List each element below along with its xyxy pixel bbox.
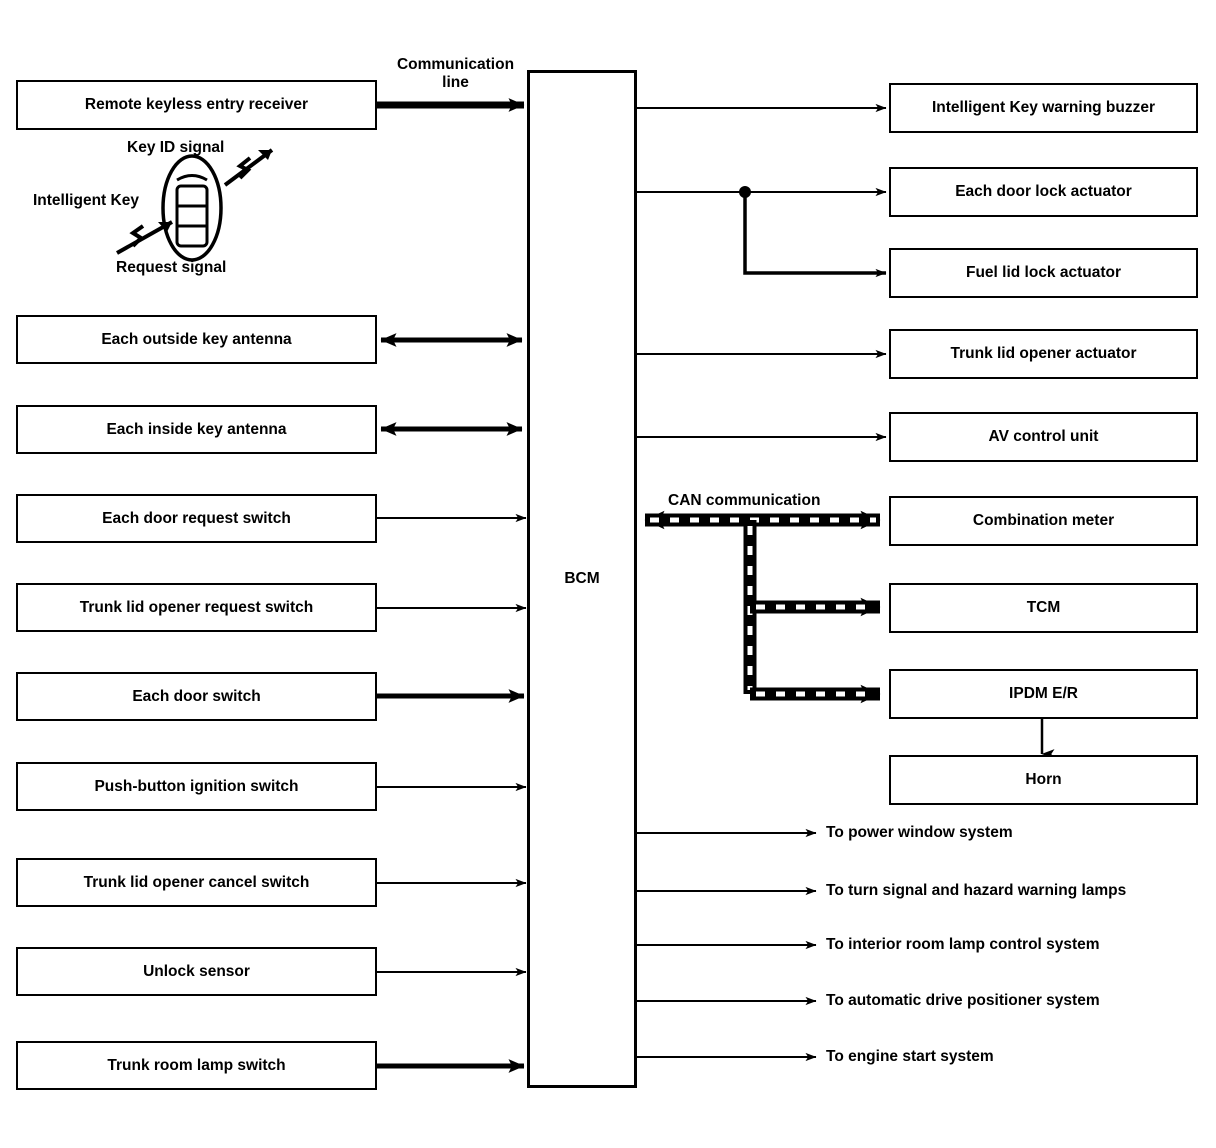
external-system-text: To power window system — [826, 824, 1013, 841]
key-id-signal-arrow — [223, 148, 274, 187]
communication-line-text-2: line — [442, 73, 469, 91]
node-label: Trunk lid opener cancel switch — [83, 873, 310, 891]
node-label: Remote keyless entry receiver — [84, 96, 309, 114]
node-label: Combination meter — [972, 512, 1115, 530]
node-label: Fuel lid lock actuator — [965, 264, 1122, 282]
node-label: Push-button ignition switch — [94, 777, 299, 795]
node-label: Unlock sensor — [143, 962, 250, 980]
label-to-power-window-system: To power window system — [826, 824, 1013, 842]
node-label: Horn — [1025, 771, 1062, 789]
node-label: Trunk lid opener request switch — [79, 598, 314, 616]
node-label: Trunk lid opener actuator — [950, 345, 1137, 363]
node-label: Each inside key antenna — [106, 420, 287, 438]
node-push-button-ignition-switch[interactable]: Push-button ignition switch — [16, 762, 377, 811]
node-fuel-lid-lock-actuator[interactable]: Fuel lid lock actuator — [889, 248, 1198, 298]
node-each-door-request-switch[interactable]: Each door request switch — [16, 494, 377, 543]
label-to-automatic-drive-positioner-system: To automatic drive positioner system — [826, 992, 1100, 1010]
body-control-module-box[interactable]: BCM — [527, 70, 637, 1088]
node-remote-keyless-entry-receiver[interactable]: Remote keyless entry receiver — [16, 80, 377, 130]
label-to-engine-start-system: To engine start system — [826, 1048, 994, 1066]
node-label: Each door switch — [132, 687, 261, 705]
node-trunk-lid-opener-cancel-switch[interactable]: Trunk lid opener cancel switch — [16, 858, 377, 907]
label-key-id-signal: Key ID signal — [127, 139, 224, 157]
intelligent-key-illustration — [116, 148, 274, 262]
node-label: IPDM E/R — [1009, 685, 1078, 703]
label-communication-line: Communication line — [383, 56, 528, 92]
label-request-signal: Request signal — [116, 259, 226, 277]
label-to-interior-room-lamp-control-system: To interior room lamp control system — [826, 936, 1100, 954]
request-signal-text: Request signal — [116, 259, 227, 276]
node-horn[interactable]: Horn — [889, 755, 1198, 805]
node-tcm[interactable]: TCM — [889, 583, 1198, 633]
node-label: Each outside key antenna — [101, 330, 292, 348]
external-system-text: To turn signal and hazard warning lamps — [826, 882, 1127, 899]
node-unlock-sensor[interactable]: Unlock sensor — [16, 947, 377, 996]
node-trunk-lid-opener-request-switch[interactable]: Trunk lid opener request switch — [16, 583, 377, 632]
node-trunk-lid-opener-actuator[interactable]: Trunk lid opener actuator — [889, 329, 1198, 379]
external-system-text: To automatic drive positioner system — [826, 992, 1100, 1009]
node-each-door-lock-actuator[interactable]: Each door lock actuator — [889, 167, 1198, 217]
node-label: TCM — [1026, 599, 1061, 617]
communication-line-text-1: Communication — [396, 56, 515, 73]
external-system-text: To interior room lamp control system — [826, 936, 1100, 953]
node-label: Intelligent Key warning buzzer — [931, 99, 1156, 117]
request-signal-arrow — [116, 220, 173, 255]
node-trunk-room-lamp-switch[interactable]: Trunk room lamp switch — [16, 1041, 377, 1090]
junction-dot-door-lock-fuel-lid — [739, 186, 751, 198]
node-label: AV control unit — [988, 428, 1099, 446]
node-each-inside-key-antenna[interactable]: Each inside key antenna — [16, 405, 377, 454]
node-each-door-switch[interactable]: Each door switch — [16, 672, 377, 721]
label-to-turn-signal-and-hazard-warning-lamps: To turn signal and hazard warning lamps — [826, 882, 1126, 900]
node-combination-meter[interactable]: Combination meter — [889, 496, 1198, 546]
intelligent-key-text: Intelligent Key — [33, 192, 139, 209]
external-system-text: To engine start system — [826, 1048, 994, 1065]
bcm-label: BCM — [564, 570, 600, 587]
label-intelligent-key: Intelligent Key — [33, 192, 139, 210]
node-av-control-unit[interactable]: AV control unit — [889, 412, 1198, 462]
can-communication-text: CAN communication — [668, 492, 821, 509]
label-can-communication: CAN communication — [668, 492, 820, 510]
node-intelligent-key-warning-buzzer[interactable]: Intelligent Key warning buzzer — [889, 83, 1198, 133]
node-label: Each door lock actuator — [955, 183, 1132, 201]
wire-fuel-lid-lock-actuator — [743, 192, 887, 278]
node-ipdm-er[interactable]: IPDM E/R — [889, 669, 1198, 719]
node-label: Each door request switch — [102, 509, 291, 527]
node-each-outside-key-antenna[interactable]: Each outside key antenna — [16, 315, 377, 364]
key-id-signal-text: Key ID signal — [127, 139, 225, 156]
node-label: Trunk room lamp switch — [107, 1056, 286, 1074]
